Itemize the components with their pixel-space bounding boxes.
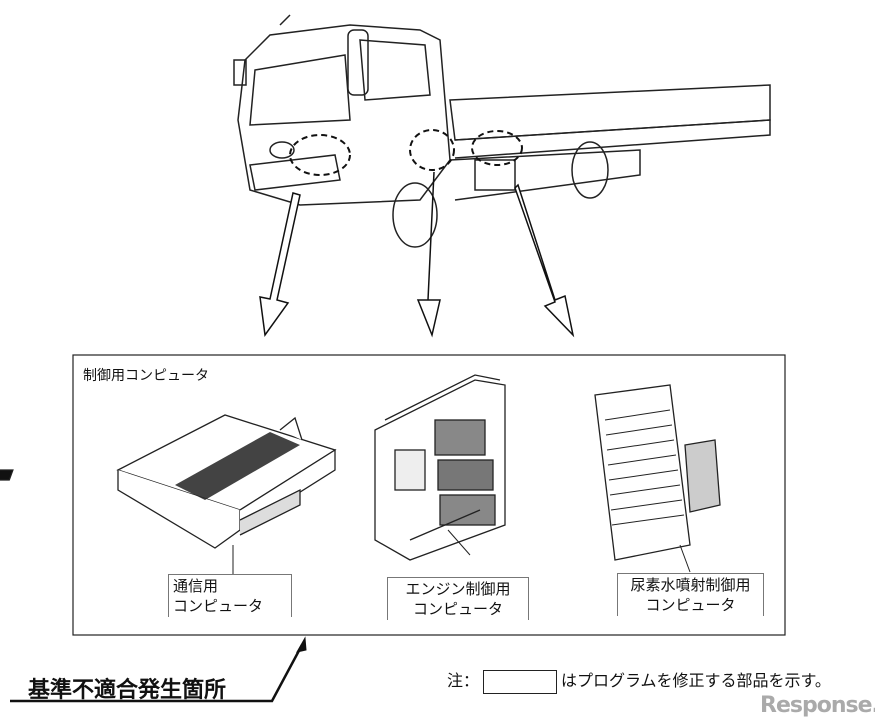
label-line2: コンピュータ — [412, 600, 503, 618]
headline: 基準不適合発生箇所 — [28, 678, 227, 703]
group-title: 制御用コンピュータ — [83, 368, 209, 384]
label-line1: エンジン制御用 — [405, 580, 511, 598]
note-prefix: 注： — [447, 671, 480, 690]
communication-ecu-illustration — [0, 414, 337, 575]
truck-illustration — [233, 14, 771, 248]
label-line2: コンピュータ — [173, 597, 264, 615]
note-legend-box — [483, 669, 558, 694]
urea-ecu-illustration — [594, 384, 721, 573]
label-line1: 尿素水噴射制御用 — [630, 576, 751, 594]
pointer-arrows — [259, 171, 575, 338]
computer-group-box — [72, 354, 786, 636]
note-suffix: はプログラムを修正する部品を示す。 — [561, 671, 831, 690]
label-line2: コンピュータ — [645, 596, 736, 614]
headline-pointer — [10, 636, 307, 703]
highlight-circles — [289, 129, 523, 176]
engine-ecu-illustration — [374, 374, 506, 561]
label-urea-computer: 尿素水噴射制御用 コンピュータ — [617, 573, 764, 616]
watermark-logo: Response. — [760, 693, 875, 718]
label-communication-computer: 通信用 コンピュータ — [168, 574, 292, 617]
note: 注： はプログラムを修正する部品を示す。 — [447, 667, 831, 694]
label-engine-computer: エンジン制御用 コンピュータ — [387, 577, 529, 620]
label-line1: 通信用 — [173, 577, 219, 595]
